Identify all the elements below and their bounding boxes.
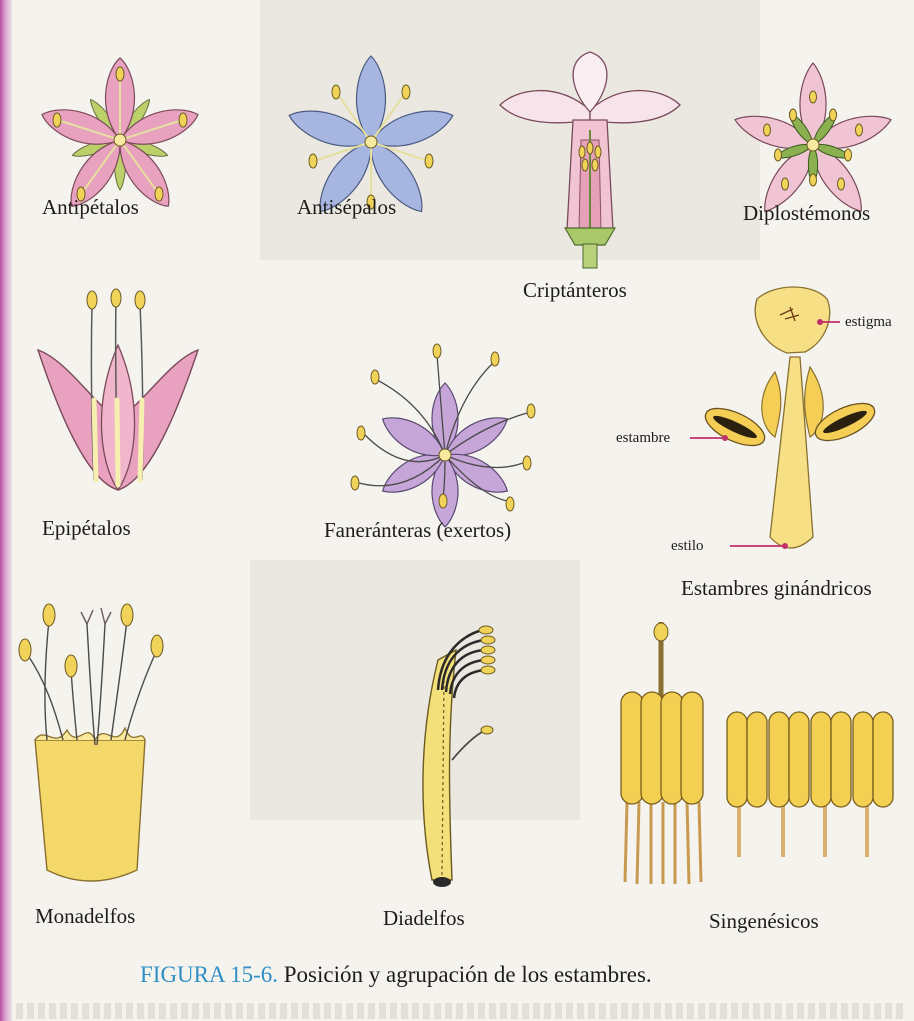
page-spine — [0, 0, 12, 1021]
singenesicos-label: Singenésicos — [709, 911, 819, 932]
estambre-callout: estambre — [616, 431, 670, 446]
diadelfos-label: Diadelfos — [383, 908, 465, 929]
antisepalos-label: Antisépalos — [297, 197, 396, 218]
antipetalos-illustration — [40, 42, 210, 192]
ginandricos-label: Estambres ginándricos — [681, 578, 872, 599]
diadelfos-illustration — [410, 620, 520, 895]
diplostemonos-label: Diplostémonos — [743, 203, 870, 224]
antisepalos-illustration — [285, 50, 455, 190]
faneranteras-label: Faneránteras (exertos) — [324, 520, 511, 541]
criptanteros-illustration — [495, 50, 685, 270]
antipetalos-label: Antipétalos — [42, 197, 139, 218]
figure-caption: FIGURA 15-6. Posición y agrupación de lo… — [140, 962, 652, 988]
monadelfos-label: Monadelfos — [35, 906, 135, 927]
caption-text: Posición y agrupación de los estambres. — [284, 962, 652, 987]
estigma-callout: estigma — [845, 315, 892, 330]
diplostemonos-illustration — [735, 55, 895, 195]
figure-number: FIGURA 15-6. — [140, 962, 278, 987]
ginandricos-illustration — [695, 287, 890, 577]
epipetalos-label: Epipétalos — [42, 518, 131, 539]
monadelfos-illustration — [15, 600, 165, 890]
estilo-callout: estilo — [671, 539, 704, 554]
faneranteras-illustration — [350, 345, 550, 515]
bleed-through-text — [16, 1003, 906, 1019]
epipetalos-illustration — [36, 290, 201, 500]
criptanteros-label: Criptánteros — [523, 280, 627, 301]
singenesicos-illustration — [617, 622, 902, 887]
